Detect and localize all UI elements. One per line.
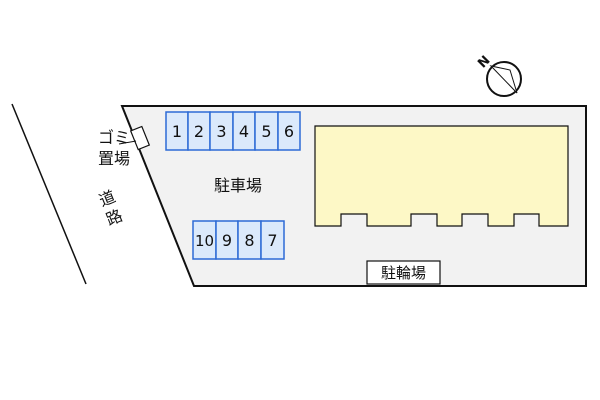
parking-space-8-number: 8 bbox=[244, 231, 254, 250]
parking-space-10-number: 10 bbox=[195, 232, 214, 250]
parking-space-6-number: 6 bbox=[284, 122, 294, 141]
garbage-area-label-line1: ゴミ bbox=[98, 128, 130, 147]
parking-space-6: 6 bbox=[277, 111, 301, 151]
parking-space-8: 8 bbox=[237, 220, 262, 260]
parking-space-1: 1 bbox=[165, 111, 189, 151]
parking-space-5-number: 5 bbox=[261, 122, 271, 141]
parking-space-3-number: 3 bbox=[216, 122, 226, 141]
garbage-leader-line bbox=[118, 140, 137, 145]
building bbox=[314, 125, 569, 227]
parking-space-3: 3 bbox=[209, 111, 234, 151]
road-edge-line bbox=[11, 103, 87, 285]
road-label-line2: 路 bbox=[103, 206, 125, 230]
parking-row-bottom: 10 9 8 7 bbox=[192, 220, 285, 260]
parking-space-7-number: 7 bbox=[267, 231, 277, 250]
parking-space-10: 10 bbox=[192, 220, 217, 260]
compass: N bbox=[475, 53, 522, 97]
road-label-line1: 道 bbox=[96, 187, 118, 211]
parking-space-9: 9 bbox=[215, 220, 239, 260]
parking-space-5: 5 bbox=[254, 111, 279, 151]
bicycle-parking-box bbox=[366, 260, 441, 285]
parking-space-2-number: 2 bbox=[194, 122, 204, 141]
garbage-area-label-line2: 置場 bbox=[98, 149, 130, 168]
garbage-area-box bbox=[129, 125, 151, 151]
compass-arrow-half-icon bbox=[489, 65, 518, 94]
parking-row-top: 1 2 3 4 5 6 bbox=[165, 111, 301, 151]
parking-space-9-number: 9 bbox=[222, 231, 232, 250]
parking-space-4-number: 4 bbox=[239, 122, 249, 141]
parking-label: 駐車場 bbox=[214, 176, 262, 195]
parking-space-1-number: 1 bbox=[172, 122, 182, 141]
parking-space-4: 4 bbox=[232, 111, 256, 151]
parking-space-2: 2 bbox=[187, 111, 211, 151]
bicycle-parking-label: 駐輪場 bbox=[381, 264, 426, 282]
parking-space-7: 7 bbox=[260, 220, 285, 260]
